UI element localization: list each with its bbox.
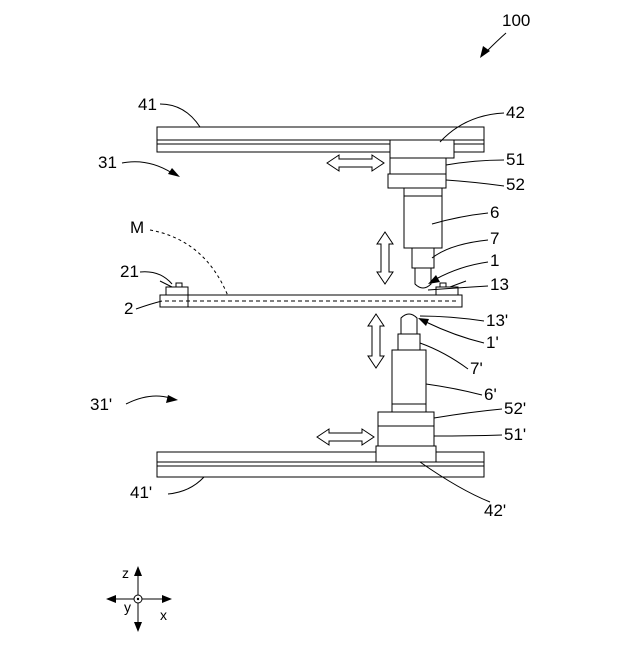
label-lower-block-51: 51' [504,425,526,444]
upper-block-52 [388,174,446,188]
figure-number-group: 100 [480,11,530,58]
label-upper-block-51: 51 [506,150,525,169]
leader-upper-block-51 [446,160,504,165]
stage-clamp-left-knob [176,283,182,287]
lower-slider-front [376,446,436,462]
axis-x-arrowhead-right [162,595,172,603]
leader-lower-block-52 [434,409,502,418]
leader-stage [136,301,162,309]
label-upper-unit: 31 [98,153,117,172]
stage-clamp-right-knob [440,283,446,287]
upper-body-6 [404,188,442,248]
axis-z-arrowhead-bottom [134,622,142,632]
axis-z-label: z [122,565,129,581]
axis-x-arrowhead-left [106,595,116,603]
leader-upper-unit [122,162,172,173]
lower-vertical-arrow [368,314,384,368]
label-lower-slider: 42' [484,501,506,520]
upper-slider [390,140,454,158]
upper-tip-7 [412,248,434,268]
label-stage-clamp: 21 [120,262,139,281]
upper-probe-1 [415,268,431,288]
stage-clamp-right-lever [450,281,466,287]
leader-upper-probe [436,262,488,279]
stage-clamp-left [166,287,188,295]
axis-y-dot [137,598,139,600]
label-upper-tip: 7 [490,229,499,248]
leader-lower-rail [168,477,204,494]
lower-horizontal-arrow [317,429,374,445]
lower-body-6p [392,350,426,412]
lower-probe-1p [401,314,417,334]
upper-vertical-arrow-shape [377,232,393,284]
leader-lower-body [426,384,482,395]
label-upper-rail: 41 [138,95,157,114]
upper-horizontal-arrow [327,155,384,171]
figure-number-leader [486,33,506,52]
leader-lower-unit-arrowhead [166,395,178,403]
upper-block-51 [390,158,446,174]
leader-stage-clamp [140,272,172,284]
leader-lower-tip [420,343,468,369]
leader-lower-probe-arrowhead [418,318,429,326]
lower-vertical-arrow-shape [368,314,384,368]
leader-lower-block-51 [434,435,502,436]
label-upper-body: 6 [490,203,499,222]
label-upper-slider: 42 [506,103,525,122]
axis-y-label: y [124,599,131,615]
lower-block-51p [378,426,434,446]
figure-number-arrowhead [480,46,490,58]
marker-m-leader [150,230,228,296]
label-lower-block-52: 52' [504,399,526,418]
leader-lower-probe [426,322,484,343]
lower-tip-7p [398,334,420,350]
leader-lower-contact [420,316,484,321]
label-stage: 2 [124,299,133,318]
label-lower-rail: 41' [130,483,152,502]
lower-horizontal-arrow-shape [317,429,374,445]
label-marker-m: M [130,218,144,237]
label-upper-block-52: 52 [506,175,525,194]
label-upper-contact: 13 [490,275,509,294]
label-upper-probe: 1 [490,251,499,270]
leader-upper-rail [160,104,200,127]
figure-number: 100 [502,11,530,30]
axis-z-arrowhead-top [134,566,142,576]
leader-upper-block-52 [446,180,504,186]
leader-lower-unit [126,396,170,404]
lower-block-52p [378,412,434,426]
axis-x-label: x [160,607,167,623]
label-lower-probe: 1' [486,333,499,352]
label-lower-body: 6' [484,385,497,404]
upper-horizontal-arrow-shape [327,155,384,171]
label-lower-tip: 7' [470,359,483,378]
axis-indicator: z y x [106,565,172,632]
label-lower-unit: 31' [90,395,112,414]
label-lower-contact: 13' [486,311,508,330]
stage-body [160,295,462,307]
leader-upper-unit-arrowhead [168,168,180,177]
upper-vertical-arrow [377,232,393,284]
